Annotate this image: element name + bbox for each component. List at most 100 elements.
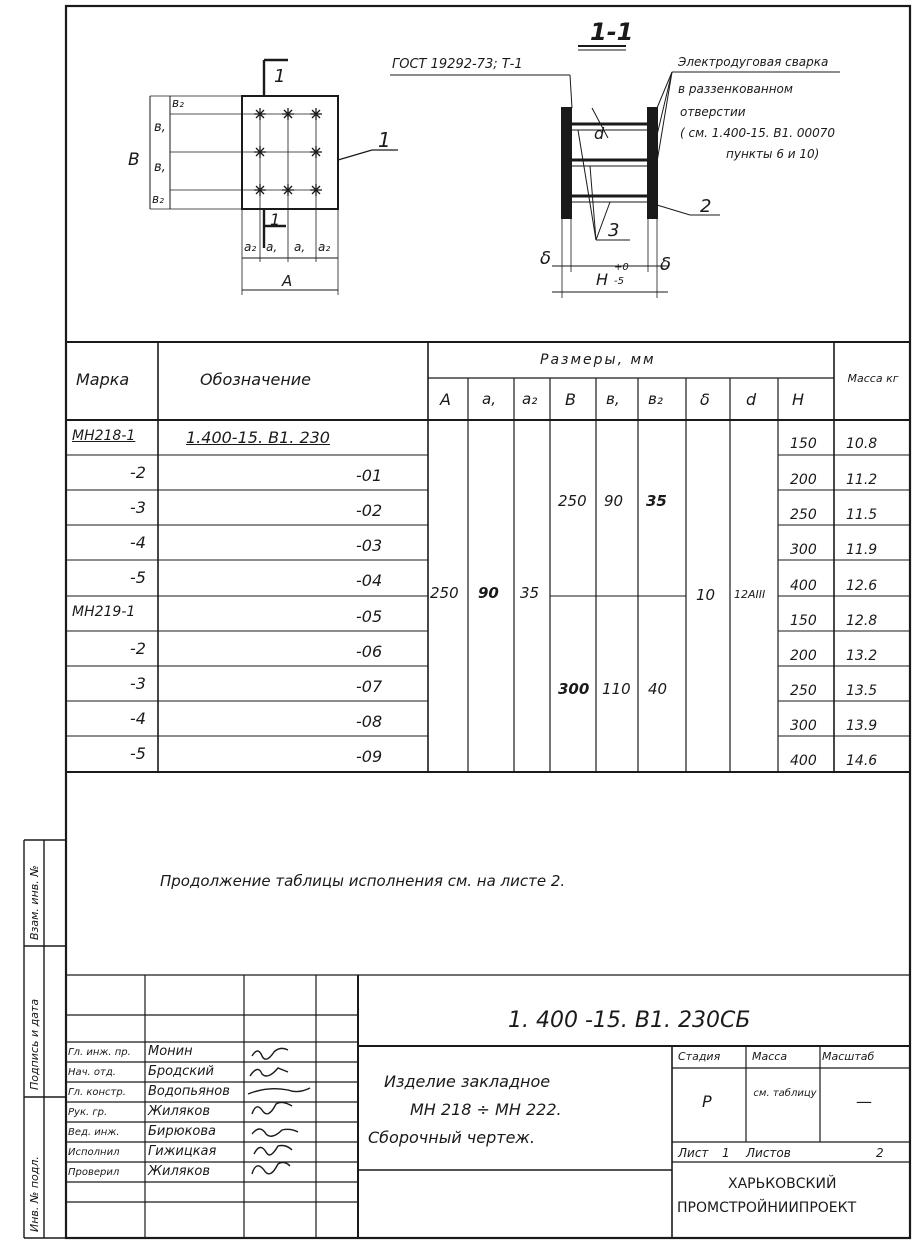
merged-d: 12AIII: [734, 588, 766, 601]
row-marka: -2: [130, 463, 146, 482]
section-view-sketch: [390, 45, 840, 298]
section-label: 1-1: [590, 18, 634, 46]
doc-number: 1. 400 -15. В1. 230СБ: [508, 1008, 751, 1033]
signer-role: Вед. инж.: [68, 1127, 120, 1138]
row-marka: МН219-1: [72, 604, 136, 620]
merged-B-bottom: 300: [558, 680, 590, 698]
subheader-a2: a₂: [522, 390, 538, 408]
continuation-note: Продолжение таблицы исполнения см. на ли…: [160, 872, 566, 890]
dim-b1-top: в,: [154, 120, 166, 135]
row-H: 250: [790, 507, 817, 523]
stadia-value: Р: [702, 1092, 712, 1111]
dim-H-tol-top: +0: [614, 262, 629, 273]
merged-a1: 90: [478, 584, 499, 602]
header-marka: Марка: [76, 370, 130, 389]
signer-name: Жиляков: [148, 1164, 211, 1179]
row-massa: 12.8: [846, 613, 878, 629]
weld-note-line-1: Электродуговая сварка: [678, 55, 829, 69]
subheader-H: H: [792, 390, 805, 409]
anchor-stud-marks: [254, 108, 322, 196]
subheader-A: A: [440, 390, 451, 409]
subheader-b2: в₂: [648, 390, 663, 408]
row-oboznachenie: -01: [356, 466, 383, 485]
header-massa: Масса кг: [847, 372, 899, 385]
row-marka: -5: [130, 568, 146, 587]
org-line-2: ПРОМСТРОЙНИИПРОЕКТ: [677, 1200, 857, 1216]
signer-role: Нач. отд.: [68, 1067, 116, 1078]
listov-value: 2: [876, 1146, 884, 1160]
row-massa: 13.9: [846, 718, 878, 734]
merged-b1-top: 90: [604, 492, 624, 510]
dim-a2-left: a₂: [244, 240, 257, 254]
signer-name: Бродский: [148, 1064, 215, 1079]
massa-value: см. таблицу: [753, 1088, 817, 1099]
org-line-1: ХАРЬКОВСКИЙ: [728, 1176, 837, 1192]
signer-role: Гл. инж. пр.: [68, 1047, 131, 1058]
row-H: 400: [790, 753, 817, 769]
signer-role: Рук. гр.: [68, 1107, 108, 1118]
weld-note-line-4: ( см. 1.400-15. В1. 00070: [680, 126, 836, 140]
row-massa: 12.6: [846, 578, 878, 594]
plan-view-sketch: [149, 58, 398, 295]
row-massa: 13.5: [846, 683, 878, 699]
callout-2: 2: [700, 196, 712, 217]
row-massa: 14.6: [846, 753, 878, 769]
dim-b1-bottom: в,: [154, 160, 166, 175]
row-marka: -3: [130, 498, 146, 517]
signature-mark: [247, 1087, 311, 1095]
weld-note-line-3: отверстии: [680, 105, 746, 119]
dim-b2-bottom: в₂: [152, 192, 164, 206]
title-line-3: Сборочный чертеж.: [368, 1128, 535, 1147]
row-H: 300: [790, 718, 817, 734]
masshtab-value: —: [856, 1092, 872, 1111]
signer-name: Водопьянов: [148, 1084, 230, 1099]
merged-delta: 10: [696, 586, 716, 604]
dim-delta-left: δ: [540, 248, 552, 269]
merged-b2-bottom: 40: [648, 680, 668, 698]
row-oboznachenie: -08: [356, 712, 383, 731]
row-H: 200: [790, 648, 817, 664]
masshtab-label: Масштаб: [822, 1050, 875, 1063]
signer-name: Жиляков: [148, 1104, 211, 1119]
signature-mark: [253, 1144, 293, 1156]
row-oboznachenie: -02: [356, 501, 383, 520]
row-marka: -2: [130, 639, 146, 658]
dim-d: d: [594, 124, 605, 143]
weld-note-line-2: в раззенкованном: [678, 82, 793, 96]
row-oboznachenie: -09: [356, 747, 383, 766]
callout-3: 3: [608, 220, 620, 241]
signer-name: Бирюкова: [148, 1124, 216, 1139]
row-oboznachenie: -07: [356, 677, 383, 696]
row-oboznachenie: -03: [356, 536, 383, 555]
row-H: 150: [790, 613, 817, 629]
row-marka: -4: [130, 533, 146, 552]
row-oboznachenie: 1.400-15. В1. 230: [186, 428, 330, 447]
title-line-2: МН 218 ÷ МН 222.: [410, 1100, 562, 1119]
dim-a1-right: a,: [294, 240, 306, 254]
list-label: Лист: [678, 1146, 709, 1160]
side-vzam-inv: Взам. инв. №: [28, 865, 41, 940]
list-value: 1: [722, 1146, 730, 1160]
massa-label: Масса: [752, 1050, 788, 1063]
row-marka: МН218-1: [72, 428, 136, 444]
weld-note-line-5: пункты 6 и 10): [726, 147, 820, 161]
view-cut-label: 1: [274, 66, 286, 87]
signature-mark: [249, 1067, 289, 1077]
subheader-delta: δ: [700, 390, 710, 409]
row-massa: 10.8: [846, 436, 878, 452]
dim-b2-top: в₂: [172, 96, 184, 110]
row-massa: 11.2: [846, 472, 878, 488]
dim-A: A: [282, 272, 293, 290]
dim-a2-right: a₂: [318, 240, 331, 254]
subheader-B: B: [565, 390, 576, 409]
row-H: 250: [790, 683, 817, 699]
row-massa: 11.5: [846, 507, 878, 523]
row-H: 200: [790, 472, 817, 488]
row-marka: -5: [130, 744, 146, 763]
dim-H: H: [596, 270, 609, 289]
signature-mark: [251, 1047, 289, 1060]
merged-B-top: 250: [558, 492, 587, 510]
row-oboznachenie: -06: [356, 642, 383, 661]
